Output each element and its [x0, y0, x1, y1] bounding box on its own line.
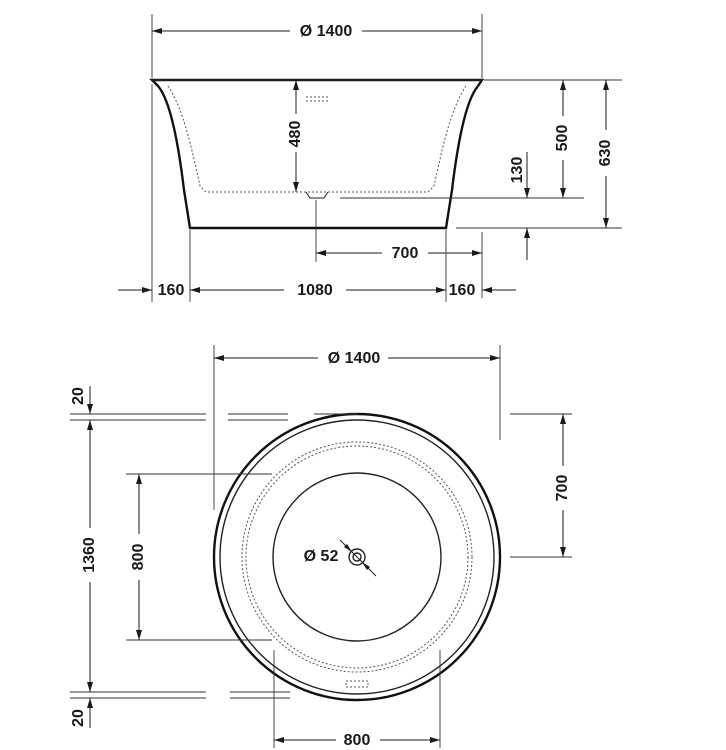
dim-top-drain-offset: 700: [554, 475, 571, 502]
dim-top-basin-width: 800: [344, 732, 371, 749]
dim-side-width: Ø 1400: [300, 23, 353, 40]
overflow-marker-top: [345, 680, 369, 688]
dim-bottom-gap: 20: [70, 709, 87, 727]
tub-inner-basin: [167, 85, 467, 193]
tub-rim-inner-edge: [219, 419, 495, 695]
drain-inner: [352, 552, 362, 562]
tub-inner-wall-dashed: [241, 441, 473, 673]
tub-basin-floor: [272, 472, 442, 642]
tub-inner-wall-dashed-2: [245, 445, 469, 669]
dim-side-left-flare: 160: [158, 282, 185, 299]
dim-drain-diameter: Ø 52: [304, 548, 339, 565]
dim-side-drain-height: 130: [509, 157, 526, 184]
drain-bump: [305, 191, 329, 199]
dim-side-depth: 480: [287, 121, 304, 148]
dim-side-base-width: 1080: [297, 282, 333, 299]
dim-top-gap: 20: [70, 387, 87, 405]
dim-side-right-flare: 160: [449, 282, 476, 299]
side-view: Ø 1400 480 500 630 130: [118, 14, 622, 302]
dim-side-total-height: 630: [597, 140, 614, 167]
dim-side-drain-offset: 700: [392, 245, 419, 262]
drain-outer: [348, 548, 366, 566]
dim-top-inner-height: 1360: [81, 537, 98, 573]
dim-side-rim-height: 500: [554, 125, 571, 152]
dim-top-diameter: Ø 1400: [328, 350, 381, 367]
tub-side-outline: [149, 78, 485, 230]
dim-top-basin-height: 800: [130, 544, 147, 571]
top-view: Ø 1400 20 1360 20 800: [70, 345, 572, 749]
